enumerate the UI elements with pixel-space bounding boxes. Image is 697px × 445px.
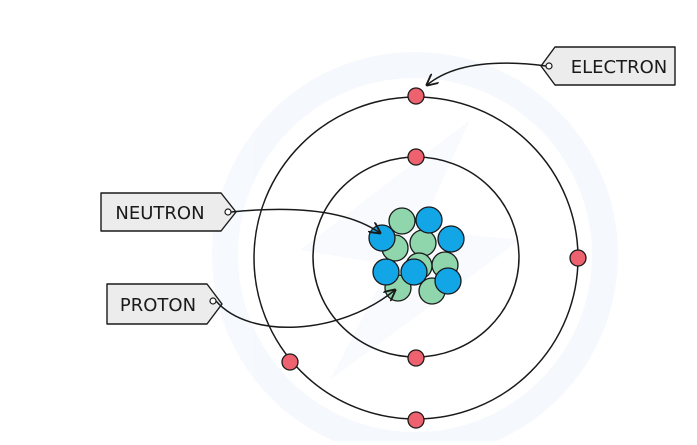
proton [437,225,465,253]
proton [415,206,443,234]
electron-outer-left [281,353,299,371]
electron-outer-top [407,87,425,105]
proton-tag-shape [106,283,223,325]
neutron-tag-hole [224,208,232,216]
electron-inner-top [407,148,425,166]
proton-label: PROTON [120,295,196,316]
electron-pointer-arrow [427,62,547,85]
proton [372,258,400,286]
electron-tag-hole [545,62,553,70]
proton [400,258,428,286]
neutron-tag-shape [100,192,237,232]
electron-outer-right [569,249,587,267]
proton [434,267,462,295]
neutron-tag: NEUTRON [100,192,237,232]
electron-outer-bottom [407,411,425,429]
electron-inner-bottom [407,349,425,367]
electron-label: ELECTRON [571,57,667,78]
background-watermark [212,52,618,445]
neutron [388,207,416,235]
electron-tag: ELECTRON [540,46,676,86]
neutron-pointer-arrow [230,208,380,233]
nucleus [368,206,465,305]
proton-pointer-arrow [215,290,395,329]
neutron [409,229,437,257]
electron-tag-shape [540,46,676,86]
proton-tag-hole [209,297,217,305]
proton-tag: PROTON [106,283,223,325]
neutron-label: NEUTRON [115,203,204,224]
